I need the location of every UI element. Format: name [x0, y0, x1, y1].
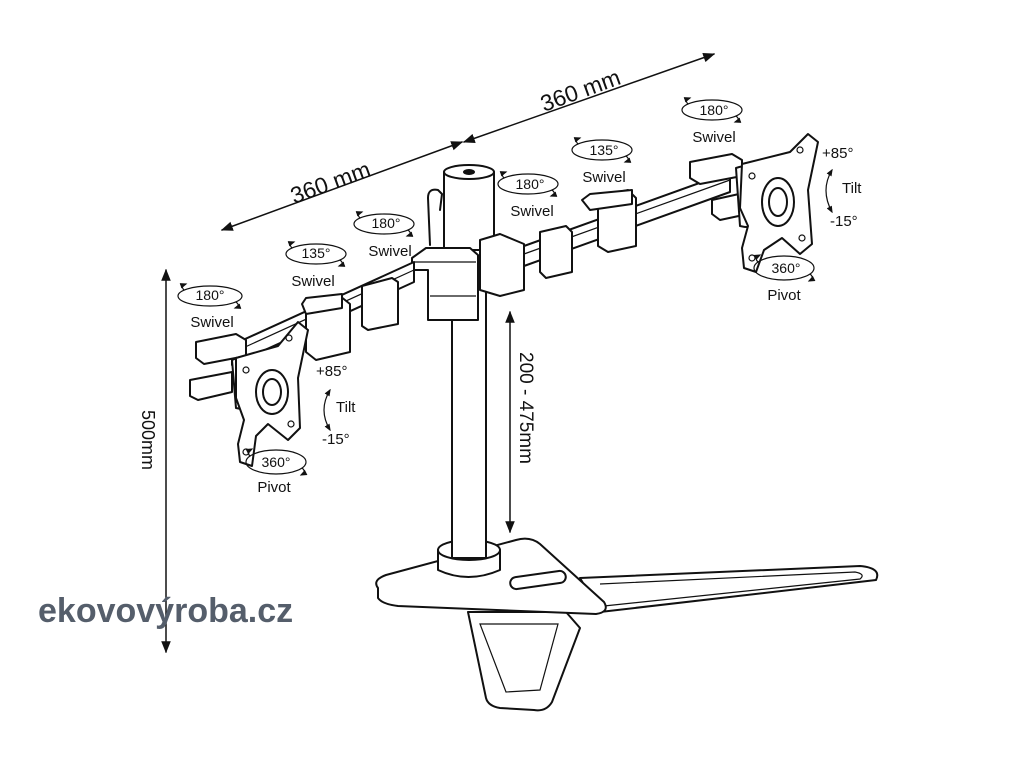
swivel-right-outer: 180° Swivel [681, 97, 743, 146]
swivel-left-outer: 180° Swivel [177, 283, 243, 331]
arm-right-dimension-line [462, 53, 716, 143]
right-vesa-plate [735, 133, 819, 273]
swivel-left-middle: 135° Swivel [285, 241, 347, 290]
arm-right-dimension-label: 360 mm [537, 64, 624, 117]
svg-text:Swivel: Swivel [190, 314, 233, 331]
svg-text:+85°: +85° [316, 363, 347, 380]
swivel-right-middle: 135° Swivel [571, 137, 633, 186]
right-tilt-indicator: +85° Tilt -15° [822, 145, 862, 230]
right-arm [523, 153, 749, 279]
svg-text:Tilt: Tilt [842, 180, 862, 197]
svg-text:Swivel: Swivel [368, 243, 411, 260]
svg-text:180°: 180° [700, 102, 729, 118]
left-tilt-indicator: +85° Tilt -15° [316, 363, 356, 448]
stand-pole [427, 164, 495, 559]
svg-text:Swivel: Swivel [291, 273, 334, 290]
svg-text:Swivel: Swivel [692, 129, 735, 146]
arm-left-dimension-label: 360 mm [287, 156, 374, 209]
center-clamp [411, 233, 525, 321]
swivel-left-inner: 180° Swivel [353, 211, 415, 260]
svg-text:135°: 135° [590, 142, 619, 158]
svg-text:360°: 360° [262, 454, 291, 470]
svg-text:Pivot: Pivot [767, 287, 801, 304]
svg-text:135°: 135° [302, 245, 331, 261]
left-arm [189, 261, 415, 401]
right-pivot-indicator: 360° Pivot [753, 254, 816, 304]
svg-text:Swivel: Swivel [582, 169, 625, 186]
watermark-text: ekovovýroba.cz [38, 592, 293, 630]
total-height-label: 500mm [138, 410, 158, 470]
swivel-right-inner: 180° Swivel [497, 171, 559, 220]
svg-text:180°: 180° [516, 176, 545, 192]
left-vesa-plate [231, 321, 309, 467]
svg-text:180°: 180° [372, 215, 401, 231]
svg-text:-15°: -15° [322, 431, 350, 448]
svg-text:-15°: -15° [830, 213, 858, 230]
watermark-logo: ekovovýroba.cz [38, 592, 293, 630]
svg-text:Swivel: Swivel [510, 203, 553, 220]
svg-text:Tilt: Tilt [336, 399, 356, 416]
stand-base [375, 537, 879, 712]
svg-text:Pivot: Pivot [257, 479, 291, 496]
svg-text:180°: 180° [196, 287, 225, 303]
svg-text:+85°: +85° [822, 145, 853, 162]
arm-left-dimension-line [220, 141, 464, 231]
left-pivot-indicator: 360° Pivot [245, 448, 308, 496]
height-range-label: 200 - 475mm [515, 352, 536, 464]
svg-text:360°: 360° [772, 260, 801, 276]
